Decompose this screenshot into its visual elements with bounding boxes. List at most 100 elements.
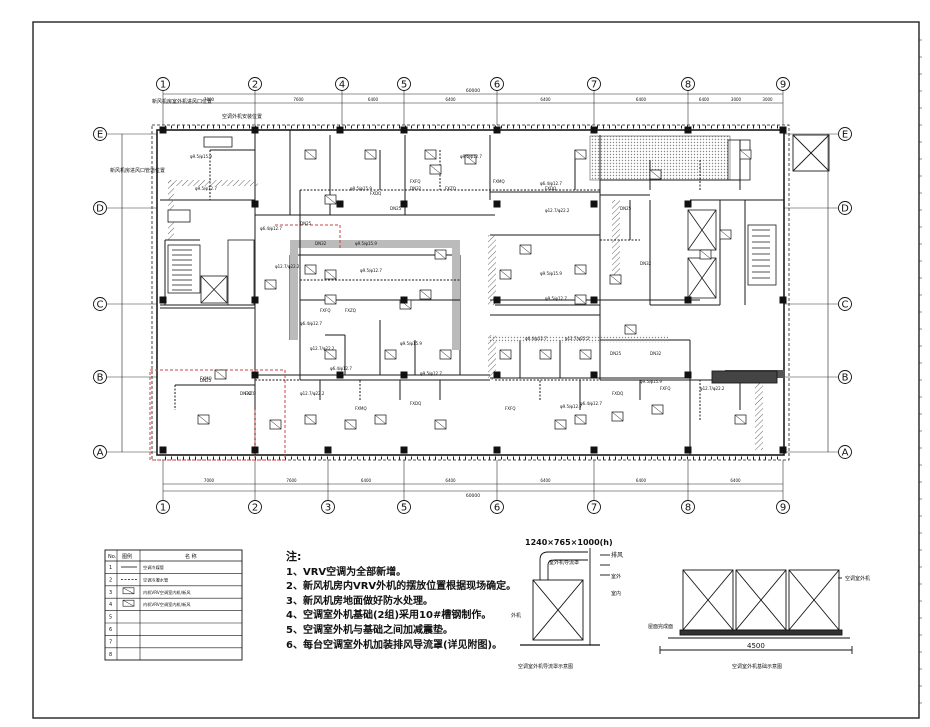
column-3 [400, 126, 408, 134]
grid-bubble-right-A [838, 445, 852, 459]
indoor-unit-diag-15 [324, 349, 337, 360]
column-34 [779, 296, 787, 304]
dim-top-seg-2: 6400 [368, 97, 379, 102]
grid-label-top-8: 8 [685, 80, 691, 91]
dim-top-seg-0: 7000 [204, 97, 215, 102]
legend-row-no-0: 1 [109, 565, 112, 571]
column-5 [590, 126, 598, 134]
pipe-tag-17: DN32 [640, 261, 652, 266]
dim-bottom-seg-2: 6400 [361, 478, 372, 483]
indoor-unit-diag-1 [364, 149, 377, 160]
dim-total-bottom-text: 60000 [466, 493, 480, 499]
indoor-unit-diag-40 [264, 279, 277, 290]
grid-bubble-right-B [838, 370, 852, 384]
indoor-unit-diag-31 [574, 264, 587, 275]
column-27 [684, 371, 692, 379]
grid-label-top-7: 7 [591, 80, 597, 91]
indoor-unit-diag-2 [424, 149, 437, 160]
column-16 [251, 200, 259, 208]
pipe-tags: φ9.5/φ15.9 φ9.5/φ12.7 φ6.4/φ12.7 φ12.7/φ22.… [190, 154, 725, 411]
grid-bubble-bottom-2 [248, 500, 262, 514]
column-0 [159, 126, 167, 134]
column-28 [251, 296, 259, 304]
column-9 [251, 446, 259, 454]
grid-label-right-A: A [842, 448, 849, 459]
column-20 [590, 200, 598, 208]
indoor-unit-diag-23 [574, 414, 587, 425]
unit-tag-3: FXMQ [493, 179, 505, 184]
dim-top-seg-6: 6400 [699, 97, 710, 102]
grid-label-right-B: B [842, 373, 849, 384]
pipe-tag-2: φ6.4/φ12.7 [260, 226, 282, 231]
grid-label-bottom-8: 8 [685, 503, 691, 514]
indoor-unit-diag-5 [649, 169, 662, 180]
elevator-left-x2 [200, 275, 228, 304]
hood-outunit-label: 外机 [511, 612, 521, 619]
dim-bottom-seg-4: 6400 [540, 478, 551, 483]
column-4 [493, 126, 501, 134]
pipe-tag-0: φ9.5/φ15.9 [190, 154, 212, 159]
elevator-left-shaft [227, 239, 255, 306]
grid-label-left-B: B [97, 373, 104, 384]
grid-bubble-left-E [93, 127, 107, 141]
roof-outdoor-units [711, 134, 830, 384]
hood-indoor-label: 室内 [611, 590, 621, 597]
toilet-room [727, 139, 751, 181]
column-2 [336, 126, 344, 134]
grid-label-right-D: D [841, 204, 849, 215]
pipe-tag-10: DN25 [390, 206, 402, 211]
unit-tag-10: FXZQ [245, 391, 256, 396]
pipe-tag-29: DN32 [240, 391, 252, 396]
note-item-1: 1、VRV空调为全部新增。 [286, 566, 407, 578]
column-19 [493, 200, 501, 208]
grid-bubble-bottom-6 [490, 500, 504, 514]
dim-top-seg-1: 7600 [293, 97, 304, 102]
dim-top-seg-3: 6400 [445, 97, 456, 102]
legend-symbol-unit-diag-3 [122, 599, 135, 607]
column-17 [336, 200, 344, 208]
grid-label-top-5: 5 [401, 80, 407, 91]
grid-label-top-4: 4 [339, 80, 345, 91]
general-notes: 注: 1、VRV空调为全部新增。 2、新风机房内VRV外机的摆放位置根据现场确定… [286, 550, 526, 653]
grid-label-bottom-1: 1 [160, 503, 166, 514]
hood-outdoor-label: 室外 [611, 573, 621, 580]
pipe-tag-30: φ9.5/φ15.9 [400, 341, 422, 346]
dim-top-seg-4: 6400 [540, 97, 551, 102]
indoor-unit-diag-35 [539, 349, 552, 360]
building-outline [151, 124, 790, 461]
fresh-air-unit-top [203, 136, 233, 148]
indoor-unit-diag-28 [214, 369, 227, 380]
title-strip-ticks [919, 39, 922, 704]
column-26 [590, 371, 598, 379]
grid-label-bottom-2: 2 [252, 503, 258, 514]
grid-label-bottom-3: 3 [325, 503, 331, 514]
grid-bubble-left-B [93, 370, 107, 384]
grid-bubble-left-D [93, 201, 107, 215]
pipe-tag-19: φ9.5/φ12.7 [545, 296, 567, 301]
pipe-tag-5: DN32 [315, 241, 327, 246]
indoor-unit-diag-38 [719, 229, 732, 240]
legend-row-name-2: 内机VRV空调室内机/新风 [143, 589, 191, 596]
column-30 [493, 296, 501, 304]
dim-bottom-seg-3: 6400 [445, 478, 456, 483]
unit-tag-2: FXZQ [445, 186, 456, 191]
pipe-tag-9: φ12.7/φ22.2 [310, 346, 335, 351]
grid-label-left-E: E [97, 130, 103, 141]
stair-left [167, 244, 201, 294]
grid-label-right-C: C [842, 300, 849, 311]
indoor-unit-diag-24 [611, 411, 624, 422]
unit-tag-13: FXFQ [660, 386, 671, 391]
indoor-unit-diag-32 [574, 294, 587, 305]
pipe-tag-12: φ9.5/φ15.9 [350, 186, 372, 191]
pipe-tag-22: DN25 [610, 351, 622, 356]
legend-row-no-3: 4 [109, 602, 112, 608]
indoor-unit-diag-39 [269, 419, 282, 430]
indoor-unit-diag-13 [419, 289, 432, 300]
dim-top-seg-7: 3000 [731, 97, 742, 102]
column-25 [493, 371, 501, 379]
pipe-tag-32: φ6.4/φ12.7 [330, 366, 352, 371]
legend-row-no-7: 8 [109, 652, 112, 658]
grid-label-right-E: E [842, 130, 848, 141]
grid-lines [107, 91, 838, 500]
